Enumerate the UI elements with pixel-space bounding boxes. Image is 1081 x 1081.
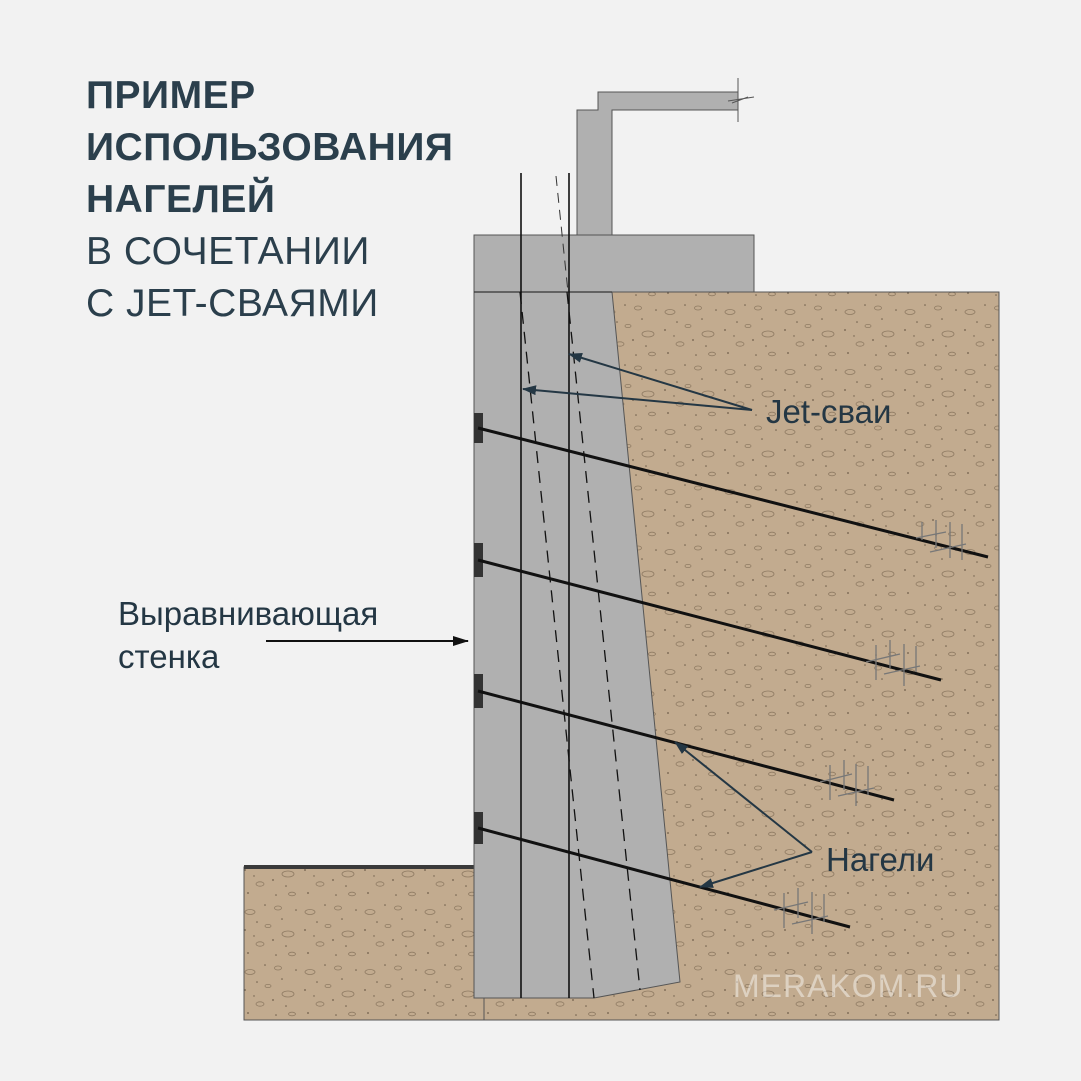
jet-pile-dash-2 [566,291,641,991]
jet-pile-leaders [522,353,753,411]
nail-leaders [674,741,813,888]
jet-piles-label: Jet-сваи [766,393,892,430]
title-line-3: НАГЕЛЕЙ [86,178,276,221]
leveling-wall-label-line-1: Выравнивающая [118,595,379,632]
leveling-wall-label-line-2: стенка [118,638,220,675]
jet-pile-dash-1 [519,291,595,999]
title-line-4: В СОЧЕТАНИИ [86,230,370,273]
title-line-2: ИСПОЛЬЗОВАНИЯ [86,126,454,169]
nails-label: Нагели [826,841,935,878]
break-mark [727,78,755,122]
column [576,91,739,236]
nails [474,413,989,934]
foundation-slab [473,234,755,293]
title-line-5: С JET-СВАЯМИ [86,282,379,325]
jet-pile-dash-3 [555,175,569,293]
front-soil [243,866,485,1021]
watermark: MERAKOM.RU [733,968,964,1004]
title-block: ПРИМЕР ИСПОЛЬЗОВАНИЯ НАГЕЛЕЙ В СОЧЕТАНИИ… [86,70,453,330]
title-line-1: ПРИМЕР [86,74,256,117]
